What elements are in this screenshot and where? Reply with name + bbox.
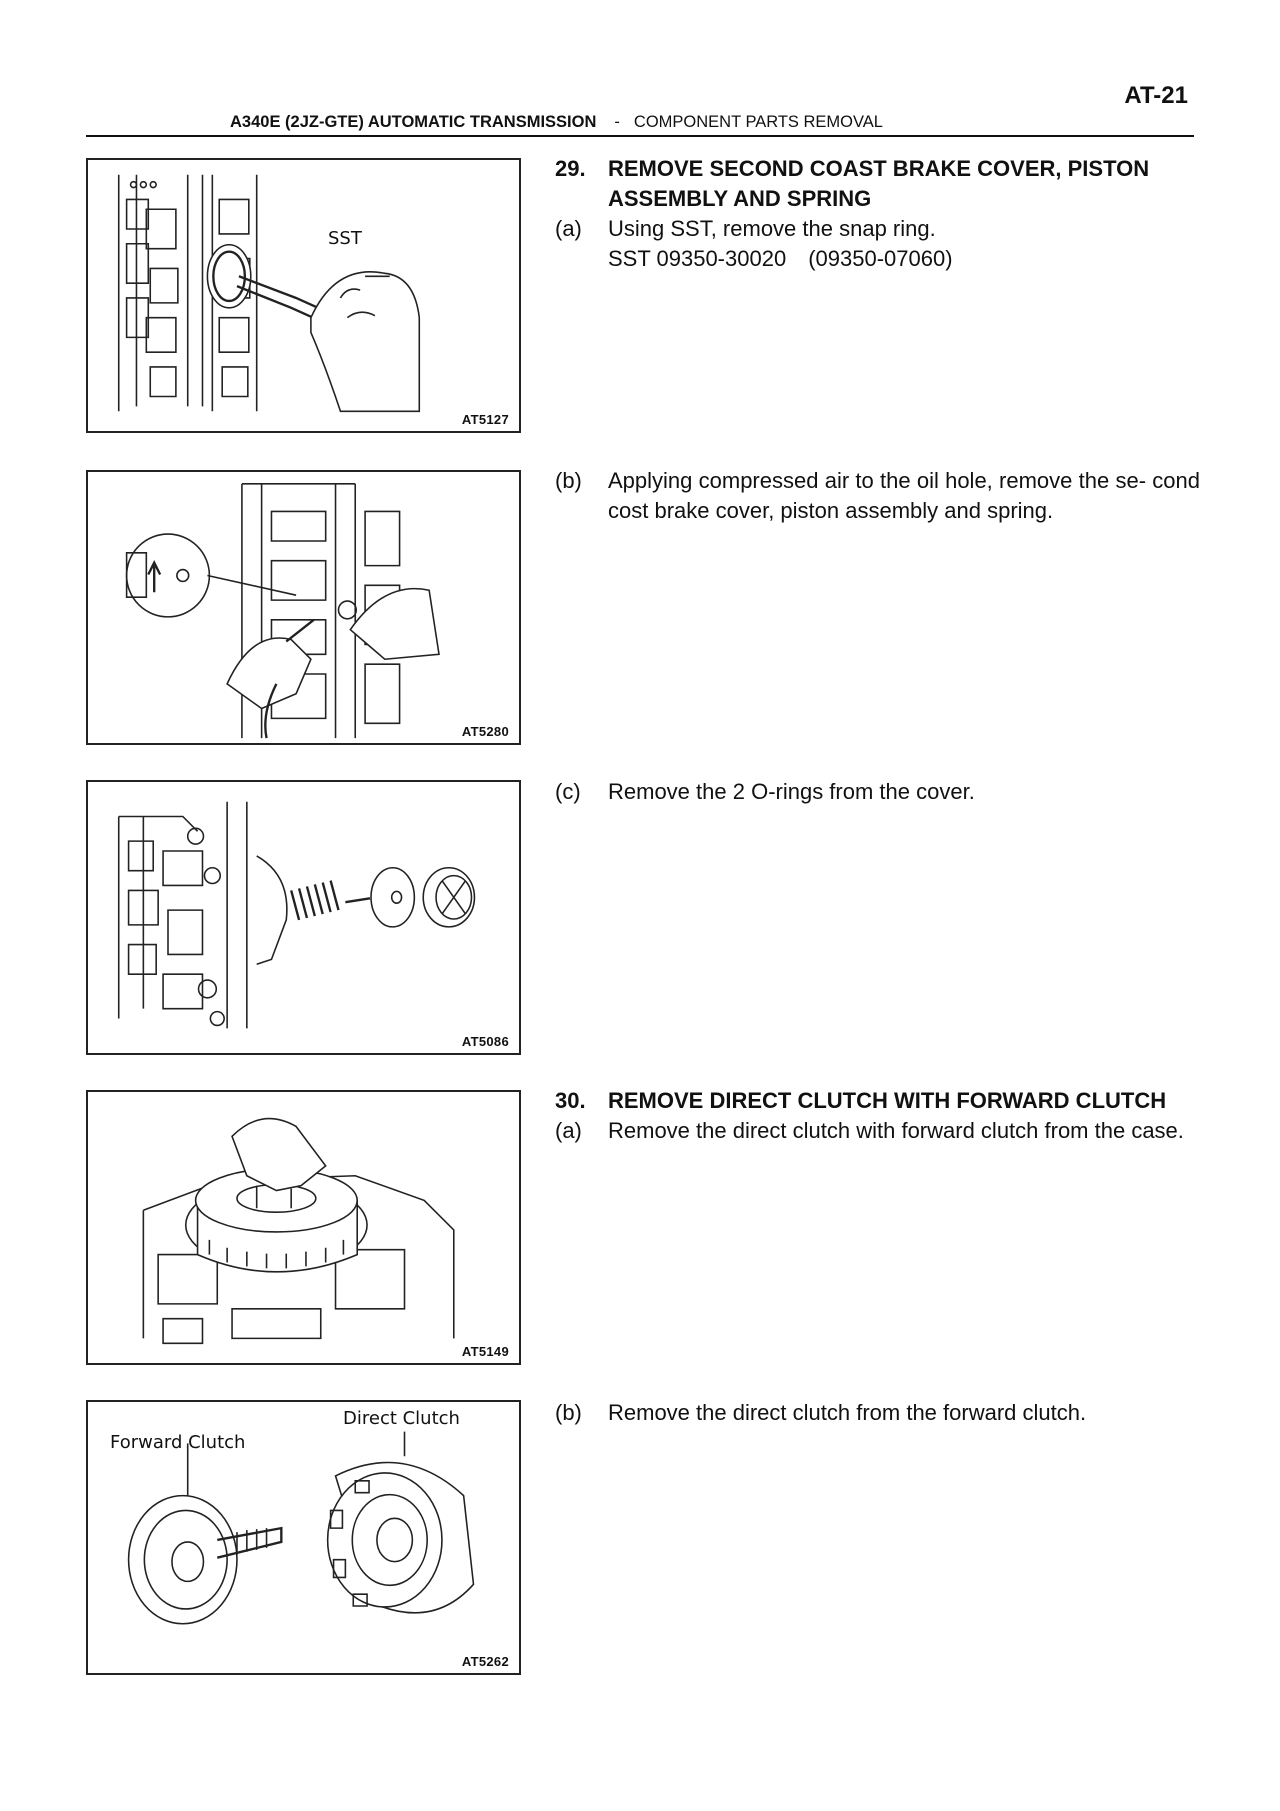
piston-parts-illustration xyxy=(117,801,476,1029)
label-forward-clutch: Forward Clutch xyxy=(110,1432,246,1453)
snap-ring-illustration xyxy=(117,174,421,413)
running-header: A340E (2JZ-GTE) AUTOMATIC TRANSMISSION-C… xyxy=(230,113,883,132)
step-29b: (b) Applying compressed air to the oil h… xyxy=(555,466,1200,526)
sst-reference: SST 09350-30020 (09350-07060) xyxy=(608,244,1200,274)
step-29c-row: (c) Remove the 2 O-rings from the cover. xyxy=(555,777,1200,807)
substep-marker: (a) xyxy=(555,216,582,241)
figure-code: AT5280 xyxy=(461,724,509,739)
step-29b-row: (b) Applying compressed air to the oil h… xyxy=(555,466,1200,526)
compressed-air-illustration xyxy=(125,483,440,739)
label-direct-clutch: Direct Clutch xyxy=(343,1408,460,1429)
step-29: 29. REMOVE SECOND COAST BRAKE COVER, PIS… xyxy=(555,154,1200,274)
figure-clutch-removal: AT5149 xyxy=(86,1090,521,1365)
substep-text: Remove the direct clutch from the forwar… xyxy=(608,1400,1087,1425)
clutch-removal-illustration xyxy=(142,1117,455,1345)
substep-text: Using SST, remove the snap ring. xyxy=(608,216,936,241)
section-title: COMPONENT PARTS REMOVAL xyxy=(633,113,883,131)
clutch-separation-illustration xyxy=(127,1431,475,1625)
sst-number: SST 09350-30020 xyxy=(608,246,787,271)
step-29-heading: 29. REMOVE SECOND COAST BRAKE COVER, PIS… xyxy=(555,154,1200,214)
step-30-heading: 30. REMOVE DIRECT CLUTCH WITH FORWARD CL… xyxy=(555,1086,1200,1116)
figure-code: AT5262 xyxy=(461,1654,509,1669)
figure-code: AT5086 xyxy=(461,1034,509,1049)
substep-text: Applying compressed air to the oil hole,… xyxy=(608,468,1200,523)
step-30: 30. REMOVE DIRECT CLUTCH WITH FORWARD CL… xyxy=(555,1086,1200,1146)
substep-marker: (c) xyxy=(555,779,581,804)
page-number: AT-21 xyxy=(1124,82,1188,109)
figure-code: AT5149 xyxy=(461,1344,509,1359)
figure-snap-ring-removal: SST AT5127 xyxy=(86,158,521,433)
figure-clutch-separation: Forward Clutch Direct Clutch AT5262 xyxy=(86,1400,521,1675)
header-rule xyxy=(86,135,1194,137)
header-separator: - xyxy=(614,113,620,131)
label-sst: SST xyxy=(328,228,362,249)
substep-marker: (b) xyxy=(555,468,582,493)
step-number: 29. xyxy=(555,156,586,181)
figure-compressed-air: AT5280 xyxy=(86,470,521,745)
figure-code: AT5127 xyxy=(461,412,509,427)
step-29a: (a) Using SST, remove the snap ring. SST… xyxy=(555,214,1200,274)
heading-line-1: REMOVE SECOND COAST BRAKE COVER, PISTON xyxy=(608,156,1150,181)
sst-part-number: (09350-07060) xyxy=(808,246,953,271)
step-30a: (a) Remove the direct clutch with forwar… xyxy=(555,1116,1200,1146)
step-29c: (c) Remove the 2 O-rings from the cover. xyxy=(555,777,1200,807)
figure-piston-parts: AT5086 xyxy=(86,780,521,1055)
step-30b: (b) Remove the direct clutch from the fo… xyxy=(555,1398,1200,1428)
heading-line: REMOVE DIRECT CLUTCH WITH FORWARD CLUTCH xyxy=(608,1088,1167,1113)
substep-text: Remove the 2 O-rings from the cover. xyxy=(608,779,975,804)
substep-marker: (b) xyxy=(555,1400,582,1425)
substep-marker: (a) xyxy=(555,1118,582,1143)
step-30b-row: (b) Remove the direct clutch from the fo… xyxy=(555,1398,1200,1428)
substep-text: Remove the direct clutch with forward cl… xyxy=(608,1118,1184,1143)
manual-title: A340E (2JZ-GTE) AUTOMATIC TRANSMISSION xyxy=(230,113,597,131)
heading-line-2: ASSEMBLY AND SPRING xyxy=(608,186,872,211)
step-number: 30. xyxy=(555,1088,586,1113)
